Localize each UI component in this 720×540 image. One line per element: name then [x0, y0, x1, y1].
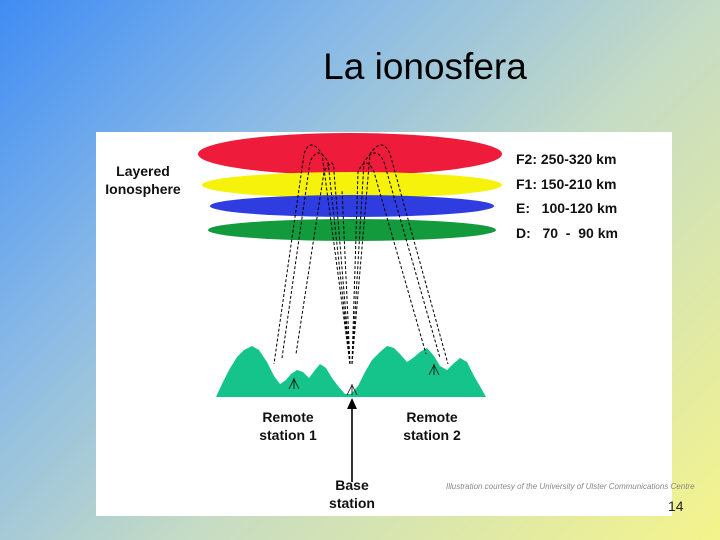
slide-title: La ionosfera [0, 46, 720, 88]
layer-f2 [198, 133, 502, 175]
layer-label-f2: F2: 250-320 km [516, 151, 616, 167]
layer-label-e: E: 100-120 km [516, 200, 617, 216]
page-number: 14 [668, 498, 684, 514]
layer-label-f1: F1: 150-210 km [516, 176, 616, 192]
remote-station-1-label: Remote station 1 [240, 408, 336, 444]
illustration-credit: Illustration courtesy of the University … [446, 482, 695, 491]
base-station-label: Base station [312, 476, 392, 512]
remote-station-2-label: Remote station 2 [384, 408, 480, 444]
layer-label-d: D: 70 - 90 km [516, 225, 618, 241]
layer-e [210, 195, 494, 217]
layer-d [208, 219, 496, 241]
layer-f1 [202, 172, 502, 198]
base-arrow [347, 398, 357, 482]
ionosphere-diagram: Layered Ionosphere F2: 250-320 km F1: 15… [96, 132, 672, 516]
diagram-heading: Layered Ionosphere [98, 162, 188, 198]
